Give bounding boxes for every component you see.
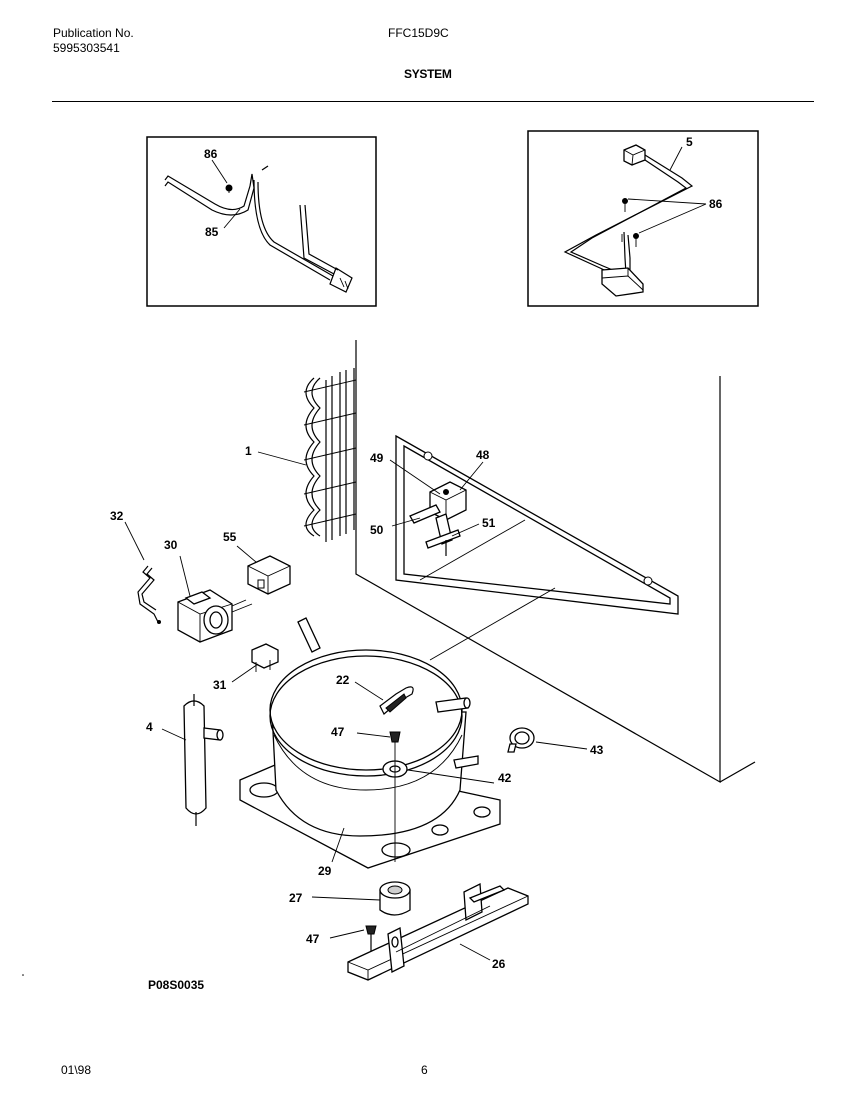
section-title: SYSTEM — [404, 67, 452, 81]
part-27 — [311, 881, 411, 916]
footer-date: 01\98 — [61, 1063, 92, 1077]
callout-42: 42 — [498, 771, 512, 785]
condenser-coil — [303, 368, 357, 542]
callout-51: 51 — [482, 516, 496, 530]
model-number: FFC15D9C — [388, 26, 449, 40]
part-4 — [161, 694, 224, 826]
callout-86-left: 86 — [204, 147, 218, 161]
callout-43: 43 — [590, 743, 604, 757]
header-rule — [52, 101, 814, 102]
callout-1: 1 — [245, 444, 252, 458]
compressor — [239, 617, 501, 869]
inset-right: 5 86 — [527, 130, 759, 307]
callout-32: 32 — [110, 509, 124, 523]
part-32 — [124, 521, 161, 624]
cabinet-outline — [355, 340, 756, 784]
callout-86-right: 86 — [709, 197, 723, 211]
callout-26: 26 — [492, 957, 506, 971]
callout-4: 4 — [146, 720, 153, 734]
callout-22: 22 — [336, 673, 350, 687]
callout-55: 55 — [223, 530, 237, 544]
callout-30: 30 — [164, 538, 178, 552]
callout-85: 85 — [205, 225, 219, 239]
part-55 — [236, 545, 291, 595]
drawing-code: P08S0035 — [148, 978, 204, 992]
valve-assembly: 49 48 50 51 — [370, 448, 496, 556]
footer-page-number: 6 — [421, 1063, 428, 1077]
callout-29: 29 — [318, 864, 332, 878]
inset-left: 86 85 — [146, 136, 377, 307]
relay-30 — [177, 555, 253, 643]
callout-31: 31 — [213, 678, 227, 692]
part-26 — [347, 882, 529, 981]
publication-label: Publication No. — [53, 26, 134, 40]
part-31 — [231, 643, 279, 683]
part-43 — [507, 727, 588, 753]
callout-27: 27 — [289, 891, 303, 905]
callout-47-upper: 47 — [331, 725, 345, 739]
callout-5: 5 — [686, 135, 693, 149]
callout-48: 48 — [476, 448, 490, 462]
callout-47-lower: 47 — [306, 932, 320, 946]
publication-number: 5995303541 — [53, 41, 120, 55]
callout-49: 49 — [370, 451, 384, 465]
callout-50: 50 — [370, 523, 384, 537]
